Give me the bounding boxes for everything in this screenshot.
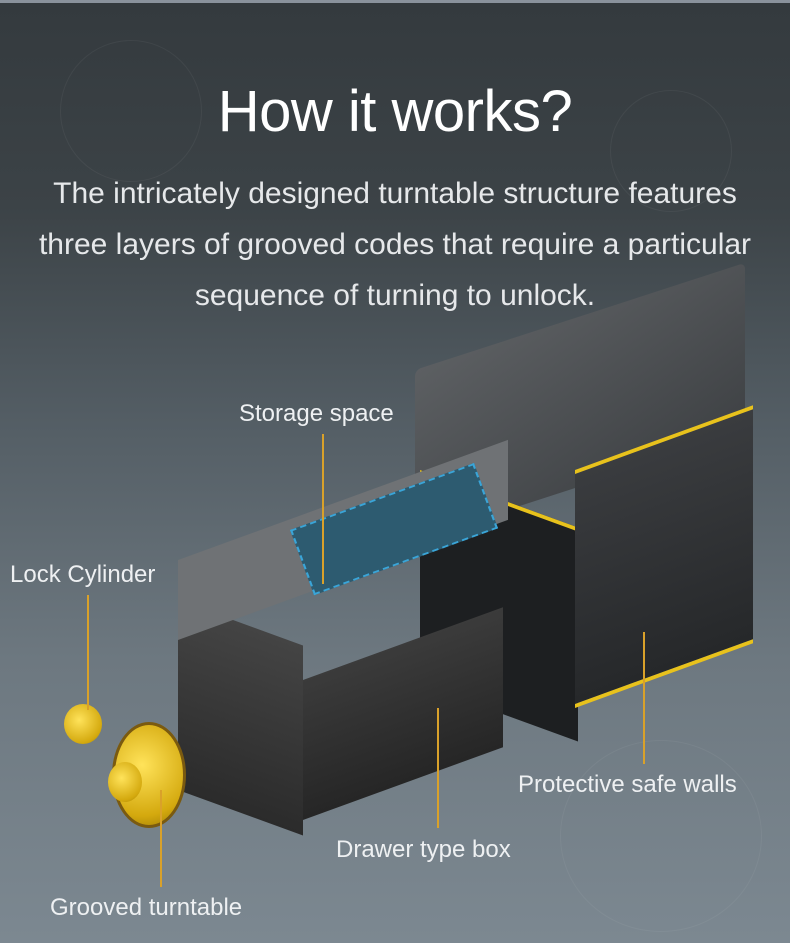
leader-line-storage-space <box>322 434 324 584</box>
top-border <box>0 0 790 3</box>
leader-line-lock-cylinder <box>87 595 89 710</box>
callout-protective-safe-walls: Protective safe walls <box>518 771 737 798</box>
turntable-knob-icon <box>108 762 142 802</box>
drawer-side-panel <box>303 607 503 820</box>
callout-grooved-turntable: Grooved turntable <box>50 894 243 921</box>
description-text: The intricately designed turntable struc… <box>38 177 752 312</box>
leader-line-drawer-box <box>437 708 439 828</box>
page-title: How it works? <box>217 79 573 144</box>
lock-cylinder-icon <box>64 704 102 744</box>
background-sketch <box>610 90 732 212</box>
background-sketch <box>60 40 202 182</box>
callout-drawer-type-box: Drawer type box <box>336 836 511 863</box>
leader-line-grooved-turntable <box>160 790 162 887</box>
callout-lock-cylinder: Lock Cylinder <box>10 561 156 588</box>
background-sketch <box>560 740 762 932</box>
leader-line-protective-walls <box>643 632 645 764</box>
drawer-front-panel <box>178 600 303 836</box>
callout-storage-space: Storage space <box>239 400 394 427</box>
